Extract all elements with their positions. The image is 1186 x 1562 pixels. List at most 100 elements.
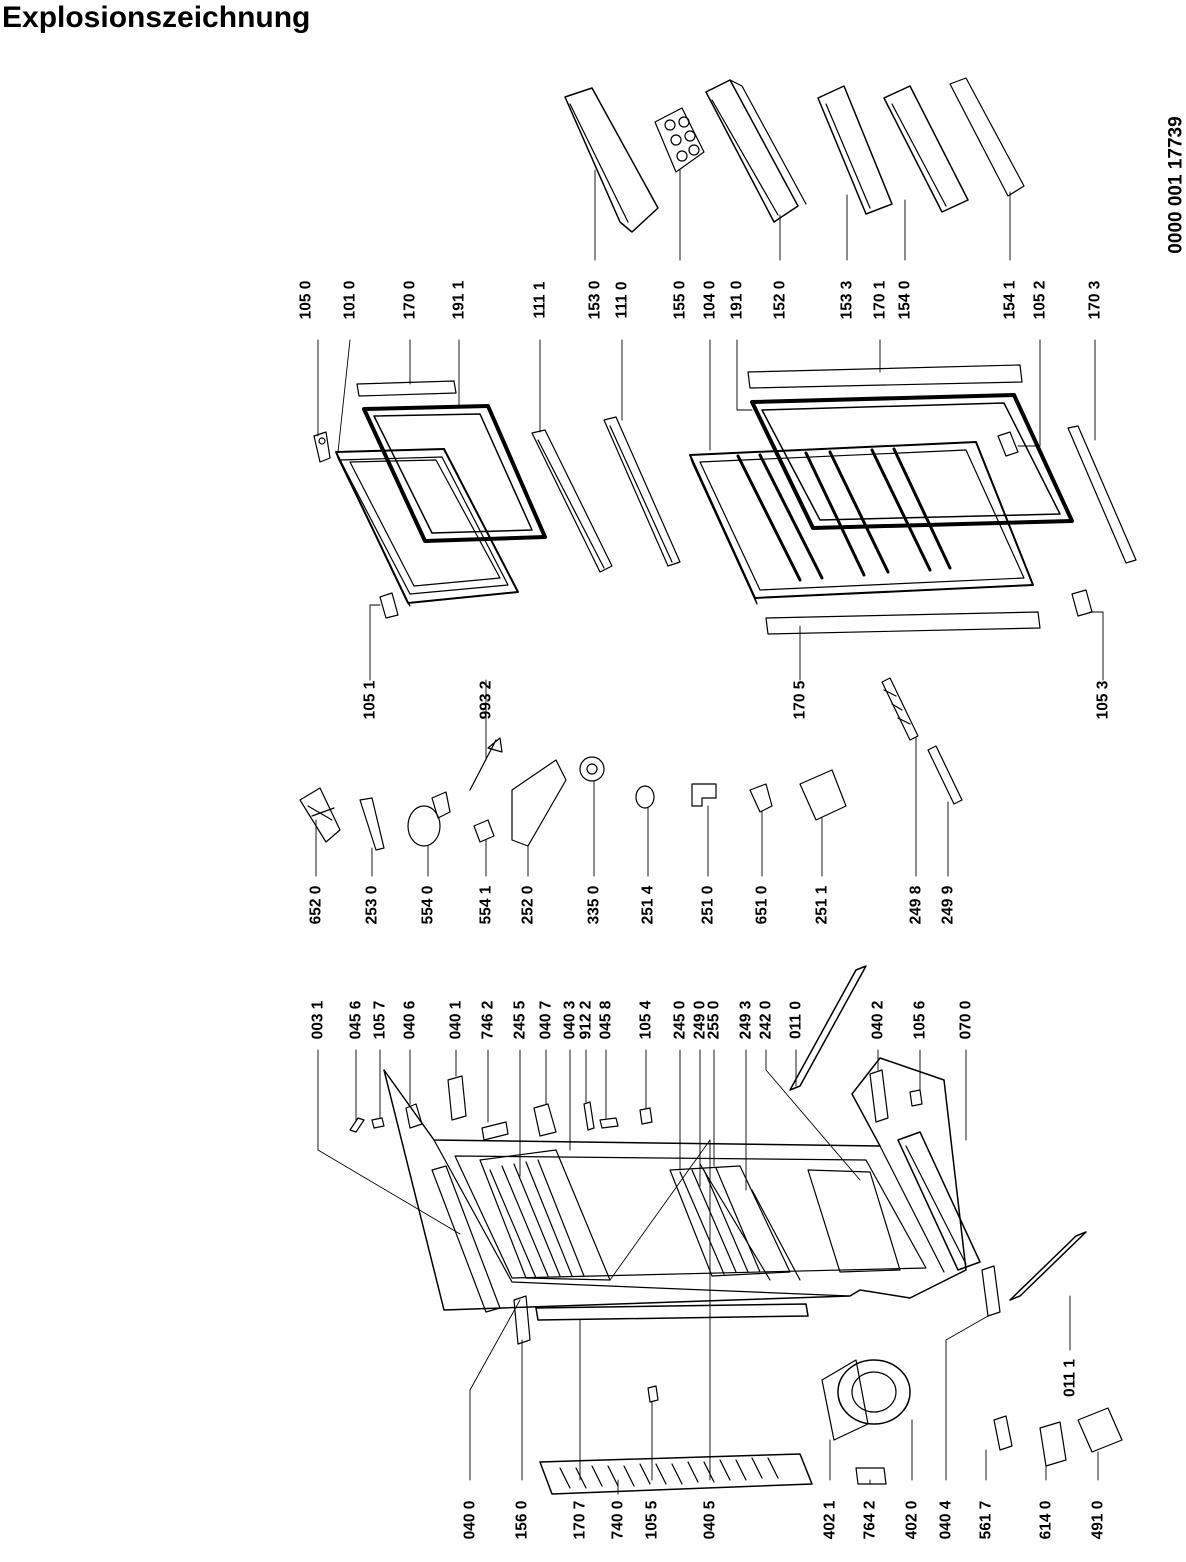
part-label-text: 252 0 bbox=[519, 885, 537, 925]
part-label-text: 152 0 bbox=[771, 280, 789, 320]
part-label-text: 764 2 bbox=[861, 1500, 879, 1540]
part-045-6 bbox=[349, 1117, 365, 1133]
part-249-9 bbox=[927, 745, 963, 805]
crisper-cover bbox=[807, 1169, 901, 1273]
part-label-text: 105 6 bbox=[911, 1000, 929, 1040]
part-label-text: 040 6 bbox=[401, 1000, 419, 1040]
part-label-text: 554 0 bbox=[419, 885, 437, 925]
part-label-text: 011 1 bbox=[1061, 1359, 1079, 1397]
part-label-text: 651 0 bbox=[753, 885, 771, 925]
part-label-text: 111 0 bbox=[613, 281, 631, 319]
freezer-door-group bbox=[313, 380, 681, 619]
part-label-text: 740 0 bbox=[609, 1500, 627, 1540]
part-251-1 bbox=[799, 769, 847, 821]
part-label-text: 993 2 bbox=[477, 680, 495, 720]
part-label-text: 105 4 bbox=[637, 1000, 655, 1040]
part-993-2 bbox=[469, 737, 503, 791]
part-040-6 bbox=[405, 1103, 423, 1129]
part-554-0 bbox=[407, 805, 441, 847]
part-label-text: 170 5 bbox=[791, 680, 809, 720]
part-label-text: 170 0 bbox=[401, 280, 419, 320]
door-shelves bbox=[564, 77, 1025, 233]
part-label-text: 153 0 bbox=[586, 280, 604, 320]
hinge-105-1 bbox=[379, 592, 399, 619]
part-label-text: 111 1 bbox=[531, 281, 549, 319]
part-label-text: 040 5 bbox=[701, 1500, 719, 1540]
part-105-6 bbox=[909, 1089, 923, 1107]
document-number-text: 0000 001 17739 bbox=[1165, 116, 1186, 254]
bracket-402-1 bbox=[821, 1359, 869, 1441]
part-label-text: 170 3 bbox=[1086, 280, 1104, 320]
strip-170-5 bbox=[765, 611, 1041, 635]
part-label-text: 105 0 bbox=[297, 280, 315, 320]
part-912-2 bbox=[583, 1101, 595, 1131]
part-label-text: 554 1 bbox=[477, 885, 495, 925]
part-label-text: 242 0 bbox=[757, 1000, 775, 1040]
part-040-1 bbox=[447, 1075, 467, 1121]
part-label-text: 040 3 bbox=[561, 1000, 579, 1040]
egg-tray-155-0 bbox=[654, 107, 705, 173]
part-label-text: 153 3 bbox=[838, 280, 856, 320]
fridge-door-group bbox=[689, 364, 1137, 635]
part-252-0 bbox=[511, 759, 567, 847]
part-105-7 bbox=[371, 1117, 385, 1129]
part-label-text: 245 5 bbox=[511, 1000, 529, 1040]
part-label-text: 249 8 bbox=[907, 885, 925, 925]
hinge-105-2 bbox=[997, 431, 1019, 457]
part-label-text: 040 7 bbox=[537, 1000, 555, 1040]
part-040-7 bbox=[533, 1103, 557, 1137]
part-335-0 bbox=[579, 756, 605, 782]
part-label-text: 191 0 bbox=[728, 280, 746, 320]
small-parts bbox=[299, 677, 963, 851]
part-label-text: 251 4 bbox=[639, 885, 657, 925]
shelf-153-0 bbox=[564, 87, 659, 233]
part-label-text: 045 8 bbox=[597, 1000, 615, 1040]
part-label-text: 245 0 bbox=[671, 1000, 689, 1040]
part-651-0 bbox=[749, 783, 773, 813]
part-label-text: 105 3 bbox=[1094, 680, 1112, 720]
part-253-0 bbox=[359, 797, 385, 851]
part-040-4 bbox=[981, 1265, 1001, 1317]
part-label-text: 045 6 bbox=[347, 1000, 365, 1040]
leader-lines bbox=[315, 169, 1104, 1495]
part-label-text: 746 2 bbox=[479, 1000, 497, 1040]
part-561-7 bbox=[993, 1415, 1013, 1451]
part-label-text: 011 0 bbox=[787, 1001, 805, 1039]
part-label-text: 105 5 bbox=[643, 1500, 661, 1540]
freezer-door-gasket bbox=[362, 404, 547, 543]
part-label-text: 253 0 bbox=[363, 885, 381, 925]
part-652-0 bbox=[299, 787, 341, 843]
part-label-text: 101 0 bbox=[341, 280, 359, 320]
part-105-5 bbox=[647, 1385, 659, 1403]
part-251-0 bbox=[691, 783, 717, 807]
part-label-text: 070 0 bbox=[957, 1000, 975, 1040]
part-label-text: 912 2 bbox=[577, 1000, 595, 1040]
part-label-text: 249 9 bbox=[939, 885, 957, 925]
part-label-text: 255 0 bbox=[705, 1000, 723, 1040]
cabinet-body bbox=[349, 965, 1123, 1495]
part-label-text: 652 0 bbox=[307, 885, 325, 925]
part-label-text: 040 0 bbox=[461, 1500, 479, 1540]
bracket-040-2 bbox=[869, 1069, 889, 1123]
part-554-1 bbox=[473, 819, 495, 843]
top-rail-003-1 bbox=[431, 1165, 501, 1313]
part-label-text: 154 0 bbox=[896, 280, 914, 320]
shelf-152-0 bbox=[705, 79, 799, 223]
part-label-text: 335 0 bbox=[585, 885, 603, 925]
part-label-text: 104 0 bbox=[701, 280, 719, 320]
part-label-text: 105 1 bbox=[361, 680, 379, 720]
compressor-402-0 bbox=[837, 1359, 911, 1425]
part-label-text: 249 3 bbox=[737, 1000, 755, 1040]
part-label-text: 105 7 bbox=[371, 1000, 389, 1040]
rail-011-0 bbox=[789, 965, 867, 1091]
part-label-text: 491 0 bbox=[1089, 1500, 1107, 1540]
part-label-text: 191 1 bbox=[450, 280, 468, 320]
rail-011-1 bbox=[1009, 1231, 1087, 1301]
part-label-text: 003 1 bbox=[309, 1000, 327, 1040]
part-label-text: 561 7 bbox=[977, 1500, 995, 1540]
part-105-4 bbox=[639, 1107, 653, 1125]
strip-170-1 bbox=[747, 364, 1023, 389]
strip-170-7 bbox=[535, 1303, 809, 1321]
